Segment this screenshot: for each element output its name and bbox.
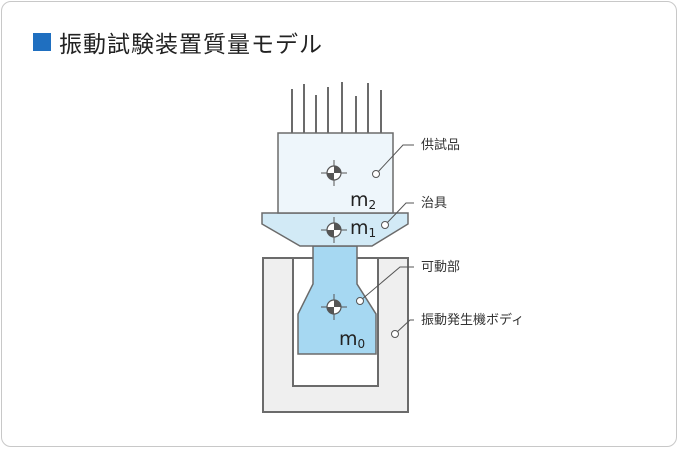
callout-leaders bbox=[360, 144, 414, 334]
shaker-body-callout: 振動発生機ボディ bbox=[421, 312, 524, 328]
armature bbox=[297, 245, 377, 355]
armature-mass-label: m0 bbox=[339, 328, 365, 351]
callout-leader-dots bbox=[356, 170, 399, 338]
diagram-title: 振動試験装置質量モデル bbox=[59, 32, 323, 58]
armature-callout: 可動部 bbox=[421, 260, 460, 275]
title-row: 振動試験装置質量モデル bbox=[33, 27, 323, 58]
fixture-mass-label: m1 bbox=[350, 217, 376, 240]
fixture-callout: 治具 bbox=[421, 196, 447, 211]
title-square-icon bbox=[33, 33, 51, 51]
specimen-callout: 供試品 bbox=[421, 137, 460, 153]
specimen-top-lines bbox=[291, 82, 382, 133]
specimen-mass-label: m2 bbox=[350, 189, 376, 212]
armature-center-of-mass-icon bbox=[321, 294, 347, 320]
specimen-center-of-mass-icon bbox=[321, 160, 347, 186]
fixture-center-of-mass-icon bbox=[321, 217, 347, 243]
